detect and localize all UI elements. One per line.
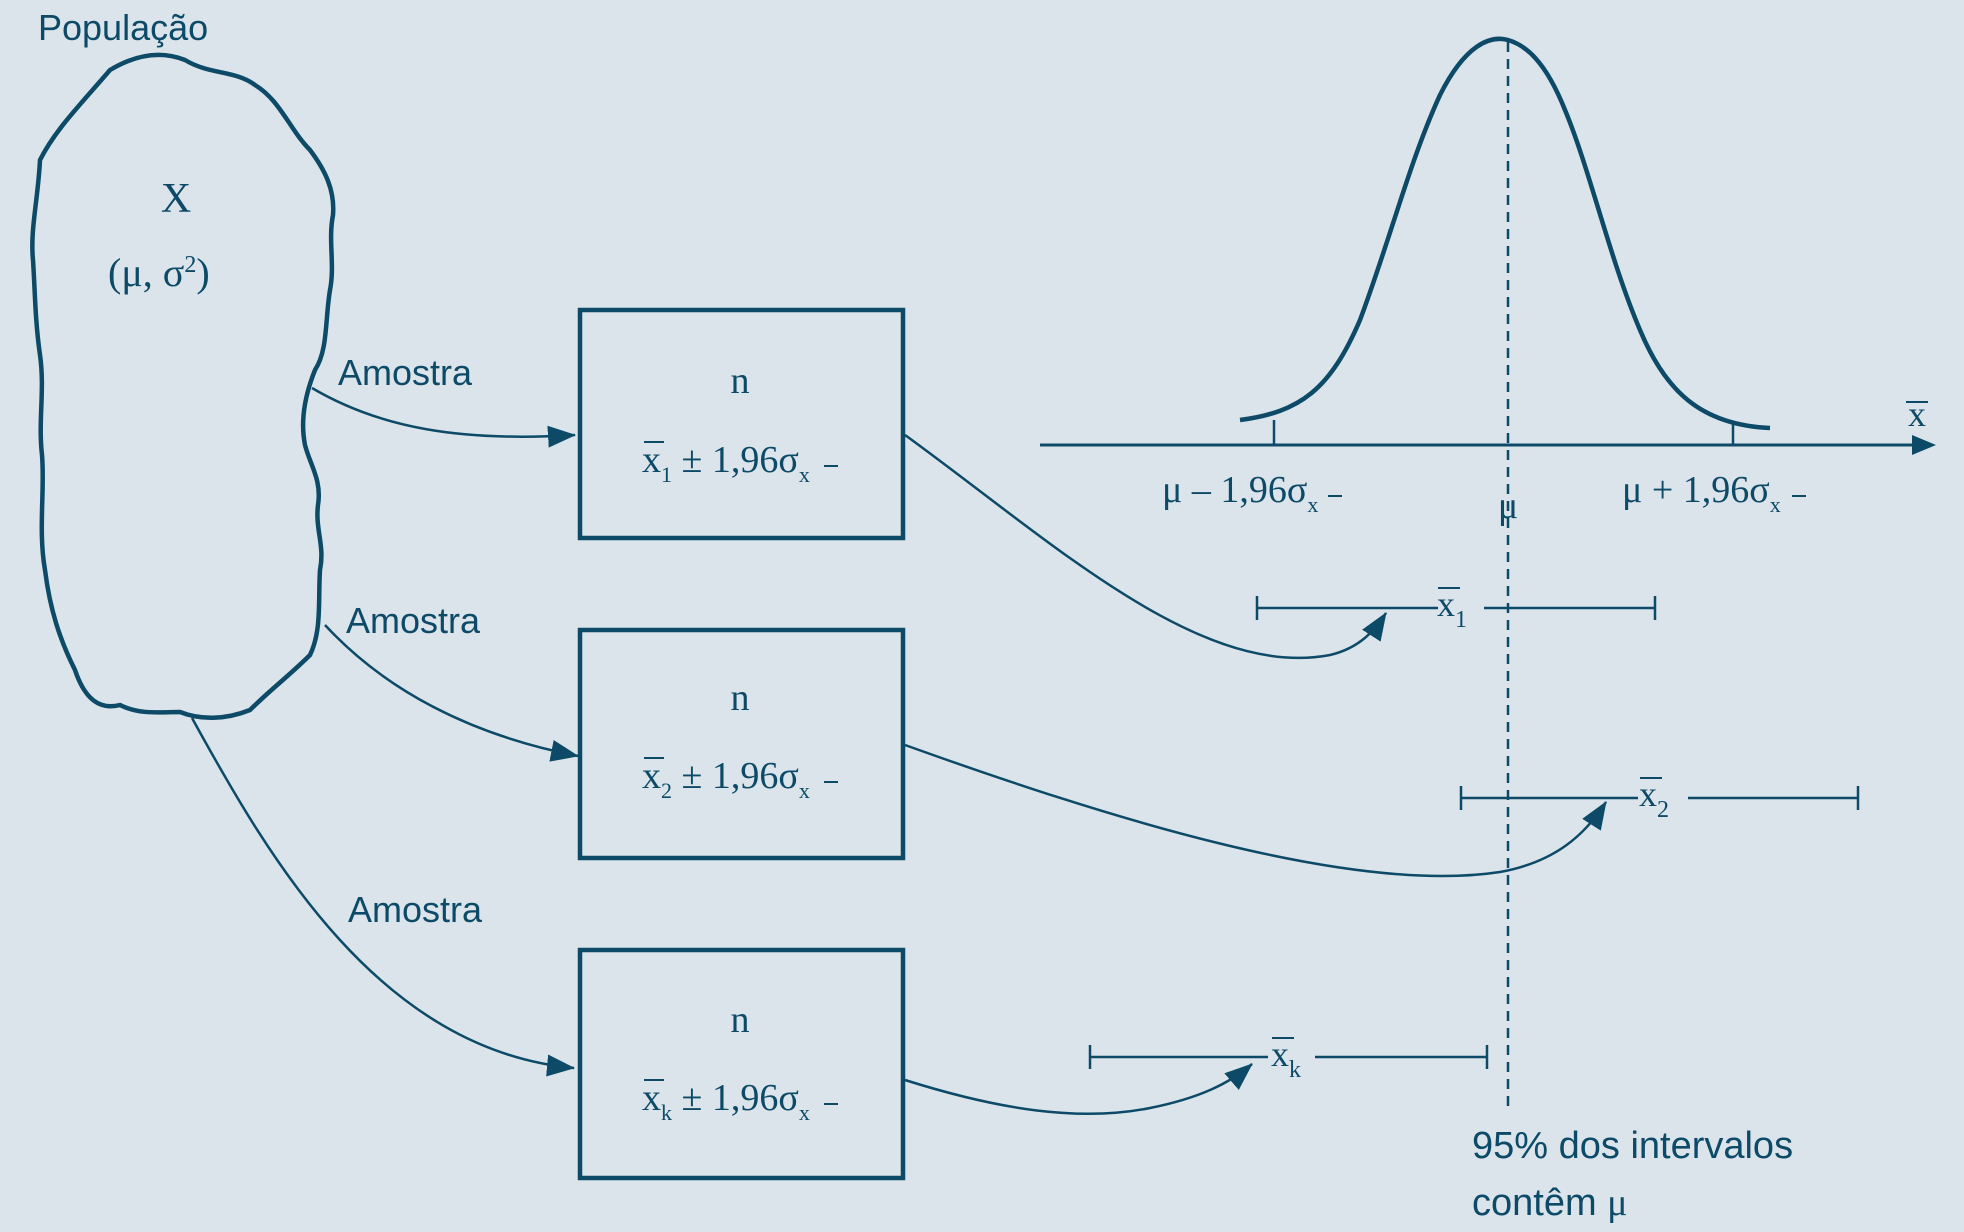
interval-3: xk <box>1088 1034 1489 1083</box>
sample-label-2: Amostra <box>346 600 481 641</box>
sample-arrow-2 <box>324 624 579 762</box>
coverage-note-line1: 95% dos intervalos <box>1472 1125 1793 1167</box>
upper-bound-sub: x <box>1770 492 1781 517</box>
coverage-note-text: contêm <box>1472 1182 1607 1224</box>
sample-box-3-formula: xk ± 1,96σx <box>642 1077 810 1125</box>
sample-box-2-xbar: x <box>642 755 661 797</box>
sample-box-1-xbar: x <box>642 439 661 481</box>
sample-arrow-3 <box>190 717 575 1077</box>
sample-box-2-n: n <box>731 677 750 719</box>
sample-box-1-expr: ± 1,96σ <box>672 439 799 481</box>
population-params-sup: 2 <box>184 252 196 278</box>
interval-1-label: x1 <box>1437 584 1467 633</box>
interval-1-xbar: x <box>1437 584 1455 624</box>
population-title: População <box>38 7 208 48</box>
sample-box-2-expr: ± 1,96σ <box>672 755 799 797</box>
sample-box-2-sigma-sub: x <box>799 778 810 803</box>
sample-box-3: n xk ± 1,96σx <box>577 947 906 1181</box>
interval-3-sub: k <box>1289 1057 1301 1083</box>
sample-box-3-expr: ± 1,96σ <box>672 1077 799 1119</box>
x-axis-label: x <box>1908 394 1926 434</box>
population-blob <box>30 52 336 720</box>
interval-1-sub: 1 <box>1455 607 1467 633</box>
coverage-note-line2: contêm μ <box>1472 1182 1628 1224</box>
lower-bound-label: μ – 1,96σx <box>1162 469 1318 517</box>
box-to-interval-arrow-2 <box>904 743 1608 878</box>
box-to-interval-arrow-1 <box>904 433 1388 660</box>
sample-box-2: n x2 ± 1,96σx <box>577 627 906 861</box>
population-variable: X <box>161 176 191 222</box>
population-params: (μ, σ2) <box>108 250 210 295</box>
interval-3-xbar: x <box>1271 1034 1289 1074</box>
sample-box-3-xbar: x <box>642 1077 661 1119</box>
sample-box-1: n x1 ± 1,96σx <box>577 307 906 541</box>
interval-3-label: xk <box>1271 1034 1301 1083</box>
population-params-close: ) <box>196 250 209 295</box>
population-params-open: (μ, σ <box>108 250 184 295</box>
sample-box-1-formula: x1 ± 1,96σx <box>642 439 810 487</box>
sample-box-3-n: n <box>731 999 750 1041</box>
sample-box-2-formula: x2 ± 1,96σx <box>642 755 810 803</box>
box-to-interval-arrow-3 <box>904 1063 1253 1116</box>
lower-bound-main: μ – 1,96σ <box>1162 469 1307 511</box>
upper-bound-label: μ + 1,96σx <box>1622 469 1781 517</box>
interval-2-xbar: x <box>1639 774 1657 814</box>
sample-label-3: Amostra <box>348 889 483 930</box>
interval-1: x1 <box>1255 584 1657 633</box>
sample-arrow-1 <box>311 386 576 448</box>
upper-bound-main: μ + 1,96σ <box>1622 469 1770 511</box>
sample-box-1-sigma-sub: x <box>799 462 810 487</box>
sample-box-1-sub: 1 <box>661 462 672 487</box>
mu-label: μ <box>1498 485 1518 527</box>
lower-bound-sub: x <box>1307 492 1318 517</box>
sample-box-2-sub: 2 <box>661 778 672 803</box>
sample-label-1: Amostra <box>338 352 473 393</box>
x-axis-arrow-icon <box>1912 435 1936 455</box>
interval-2-sub: 2 <box>1657 797 1669 823</box>
sample-box-3-sub: k <box>661 1100 672 1125</box>
sample-box-1-n: n <box>731 360 750 402</box>
interval-2: x2 <box>1459 774 1860 823</box>
coverage-note-mu: μ <box>1607 1182 1627 1224</box>
interval-2-label: x2 <box>1639 774 1669 823</box>
sample-box-3-sigma-sub: x <box>799 1100 810 1125</box>
normal-curve <box>1239 36 1771 431</box>
